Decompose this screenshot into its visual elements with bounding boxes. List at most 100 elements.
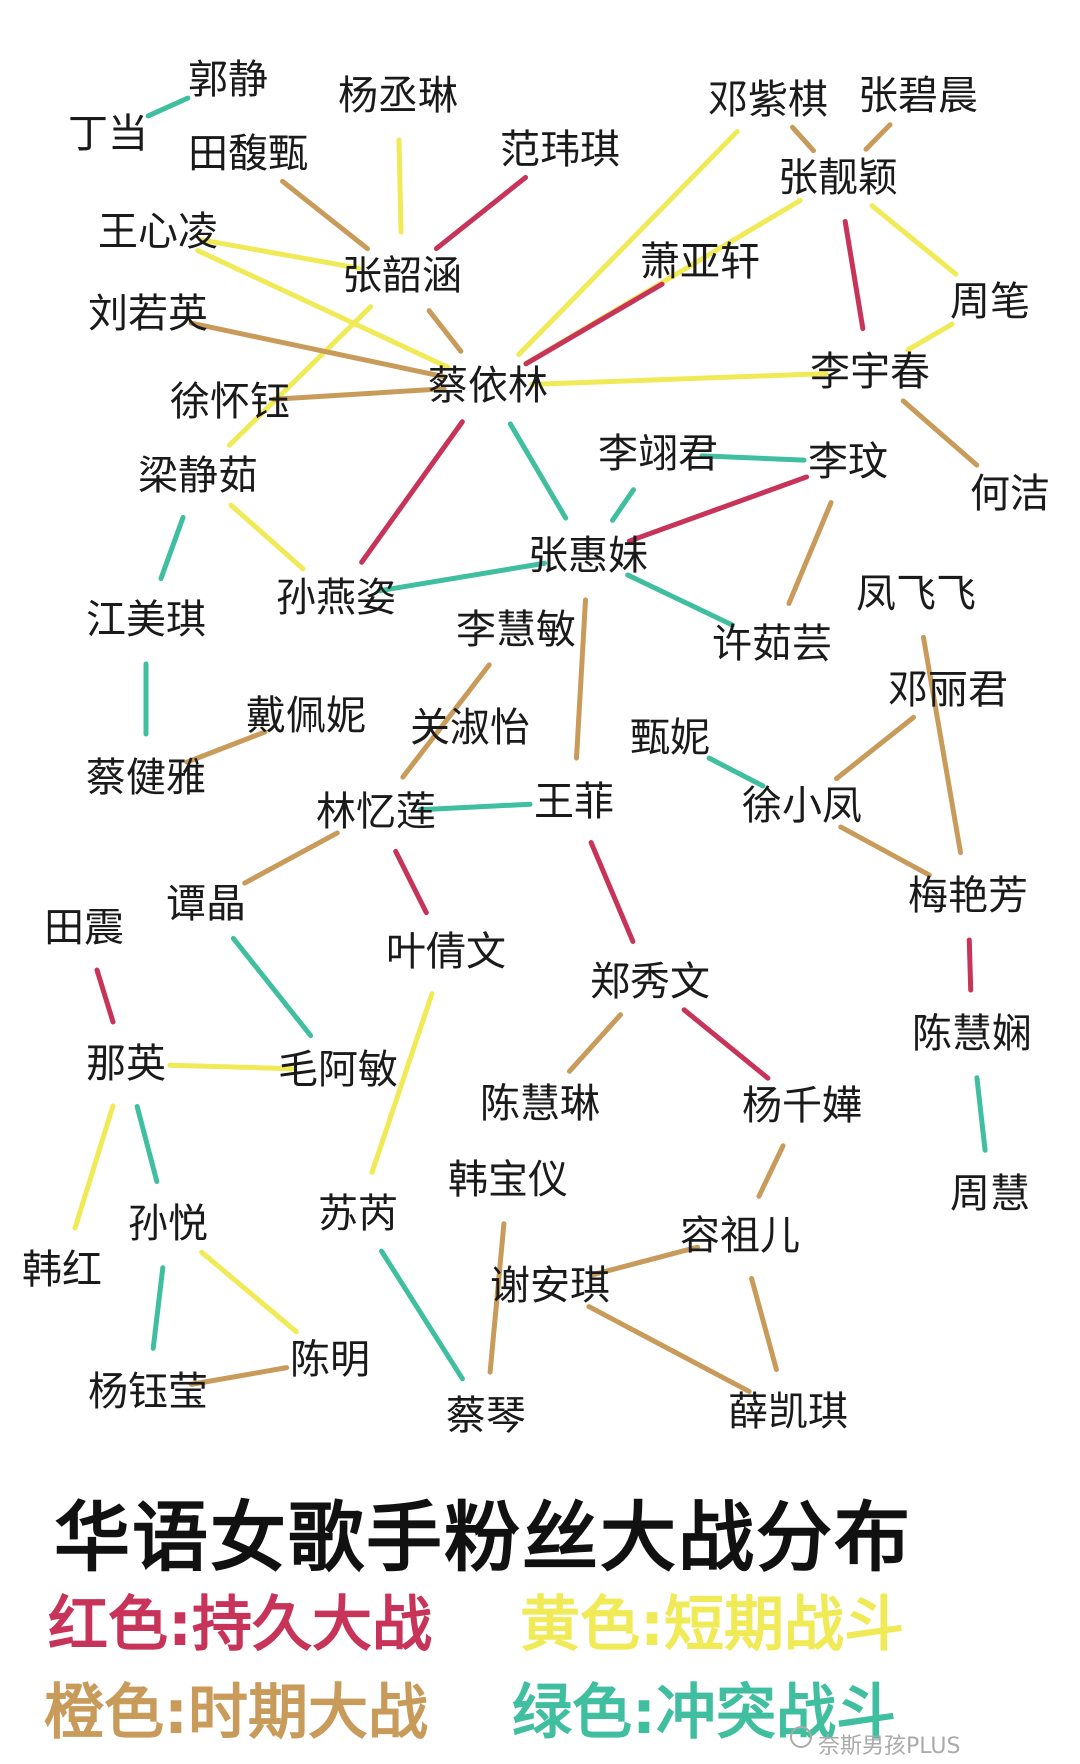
edge-wangfei-zhengxiuwen xyxy=(588,840,636,944)
edge-chenming-yangyuying xyxy=(188,1365,290,1387)
legend-yellow: 黄色:短期战斗 xyxy=(520,1590,904,1660)
node-lihuimin: 李慧敏 xyxy=(456,607,576,653)
edge-yangqianhua-rongzuer xyxy=(756,1143,786,1199)
node-hanbaoyi: 韩宝仪 xyxy=(448,1157,568,1203)
weibo-logo-icon xyxy=(790,1726,812,1748)
node-tanjing: 谭晶 xyxy=(166,881,246,927)
node-wangfei: 王菲 xyxy=(534,779,614,825)
node-tianzhen: 田震 xyxy=(44,905,124,951)
edge-guojing-dingdang xyxy=(145,95,191,119)
watermark: 奈斯男孩PLUS xyxy=(818,1734,961,1759)
node-yangchenglin: 杨丞琳 xyxy=(338,73,458,119)
edge-wangxinling-caiyilin xyxy=(195,248,451,370)
node-heji: 何洁 xyxy=(970,471,1050,517)
node-wangxinling: 王心凌 xyxy=(98,209,218,255)
edge-meiyanfang-chenhuixian xyxy=(966,937,974,993)
edge-dengziqi-caiyilin xyxy=(516,128,740,358)
node-sunyanzi: 孙燕姿 xyxy=(276,575,396,621)
node-liyuchun: 李宇春 xyxy=(810,349,930,395)
edge-xuxiaofeng-meiyanfang xyxy=(838,824,932,878)
node-caijianya: 蔡健雅 xyxy=(86,755,206,801)
legend-orange: 橙色:时期大战 xyxy=(44,1678,428,1748)
edge-hanbaoyi-caiqin xyxy=(487,1221,507,1375)
node-dengziqi: 邓紫棋 xyxy=(708,77,828,123)
edge-caiyilin-liyuchun xyxy=(529,371,829,387)
edge-zhangliangying-zhoubichang xyxy=(869,203,959,277)
node-fengfeifei: 凤飞飞 xyxy=(856,571,976,617)
node-zhangshaohan: 张韶涵 xyxy=(342,253,462,299)
node-guojing: 郭静 xyxy=(188,57,268,103)
node-linyilian: 林忆莲 xyxy=(316,789,436,835)
edge-linyilian-wangfei xyxy=(417,801,533,813)
node-daipeini: 戴佩妮 xyxy=(246,693,366,739)
node-surui: 苏芮 xyxy=(318,1191,398,1237)
edge-zhenni-xuxiaofeng xyxy=(706,755,766,789)
diagram-title: 华语女歌手粉丝大战分布 xyxy=(54,1493,912,1582)
node-xuruyun: 许茹芸 xyxy=(712,621,832,667)
edge-linyilian-yeqianwen xyxy=(393,848,429,916)
node-lixiangjun: 李翊君 xyxy=(598,431,718,477)
node-naying: 那英 xyxy=(86,1041,166,1087)
node-denglijun: 邓丽君 xyxy=(888,667,1008,713)
edge-zhengxiuwen-chenhuilin xyxy=(566,1012,624,1074)
node-guanshuyi: 关淑怡 xyxy=(410,705,530,751)
node-liwen: 李玟 xyxy=(808,439,888,485)
edge-naying-sunyue xyxy=(134,1104,160,1184)
edge-fanweiqi-zhangshaohan xyxy=(433,174,529,252)
edge-wangxinling-zhangshaohan xyxy=(198,237,362,271)
node-meiyanfang: 梅艳芳 xyxy=(908,873,1028,919)
legend-red: 红色:持久大战 xyxy=(48,1590,432,1660)
node-yeqianwen: 叶倩文 xyxy=(386,929,506,975)
edge-rongzuer-xuekaiqi xyxy=(749,1275,779,1373)
node-zhoubichang: 周笔 xyxy=(950,279,1030,325)
node-caiqin: 蔡琴 xyxy=(446,1393,526,1439)
edge-linyilian-tanjing xyxy=(242,830,340,886)
legend-green: 绿色:冲突战斗 xyxy=(512,1678,896,1748)
node-caiyilin: 蔡依林 xyxy=(428,363,548,409)
edge-liyuchun-heji xyxy=(900,398,980,468)
edge-tianfuzhen-zhangshaohan xyxy=(279,178,371,252)
node-yangqianhua: 杨千嬅 xyxy=(742,1083,862,1129)
node-zhouhui: 周慧 xyxy=(950,1171,1030,1217)
edge-liwen-zhanghuimei xyxy=(626,474,810,544)
edge-zhanghuimei-wangfei xyxy=(574,597,588,761)
node-rongzuer: 容祖儿 xyxy=(680,1213,800,1259)
node-liangjingru: 梁静茹 xyxy=(138,453,258,499)
node-zhanghuimei: 张惠妹 xyxy=(528,533,648,579)
edge-sunyue-chenming xyxy=(199,1249,299,1335)
edge-zhangshaohan-caiyilin xyxy=(426,308,464,354)
edge-zhangshaohan-liangjingru xyxy=(226,304,374,448)
edge-liwen-xuruyun xyxy=(786,500,834,606)
edge-naying-hanhong xyxy=(72,1103,116,1231)
edge-yeqianwen-surui xyxy=(369,991,435,1175)
edge-denglijun-xuxiaofeng xyxy=(833,714,917,782)
edge-liangjingru-sunyanzi xyxy=(228,502,306,572)
edge-yangchenglin-zhangshaohan xyxy=(396,137,404,235)
edge-zhanghuimei-xuruyun xyxy=(625,572,735,628)
node-chenhuixian: 陈慧娴 xyxy=(912,1011,1032,1057)
edge-caiyilin-sunyanzi xyxy=(359,419,465,565)
node-xieanqi: 谢安琪 xyxy=(490,1263,610,1309)
node-xuekaiqi: 薛凯琪 xyxy=(728,1389,848,1435)
node-chenming: 陈明 xyxy=(290,1337,370,1383)
edge-zhoubichang-liyuchun xyxy=(905,321,955,353)
edge-rongzuer-xieanqi xyxy=(590,1244,700,1278)
edge-naying-maoamin xyxy=(167,1062,297,1072)
edge-dengziqi-zhangliangying xyxy=(790,124,816,154)
node-fanweiqi: 范玮琪 xyxy=(500,127,620,173)
node-chenhuilin: 陈慧琳 xyxy=(480,1081,600,1127)
edge-xuhuaiyu-caiyilin xyxy=(271,386,447,402)
edge-zhengxiuwen-yangqianhua xyxy=(681,1007,771,1081)
edge-zhanghuimei-sunyanzi xyxy=(376,560,548,594)
edge-sunyue-yangyuying xyxy=(150,1265,166,1351)
node-xiaoyaxuan: 萧亚轩 xyxy=(640,239,760,285)
edge-caiyilin-zhanghuimei xyxy=(507,421,569,521)
node-jiangmeiqi: 江美琪 xyxy=(86,597,206,643)
node-dingdang: 丁当 xyxy=(68,111,148,157)
edge-surui-caiqin xyxy=(379,1248,465,1382)
edge-fengfeifei-meiyanfang xyxy=(920,634,964,856)
node-zhenni: 甄妮 xyxy=(630,715,710,761)
